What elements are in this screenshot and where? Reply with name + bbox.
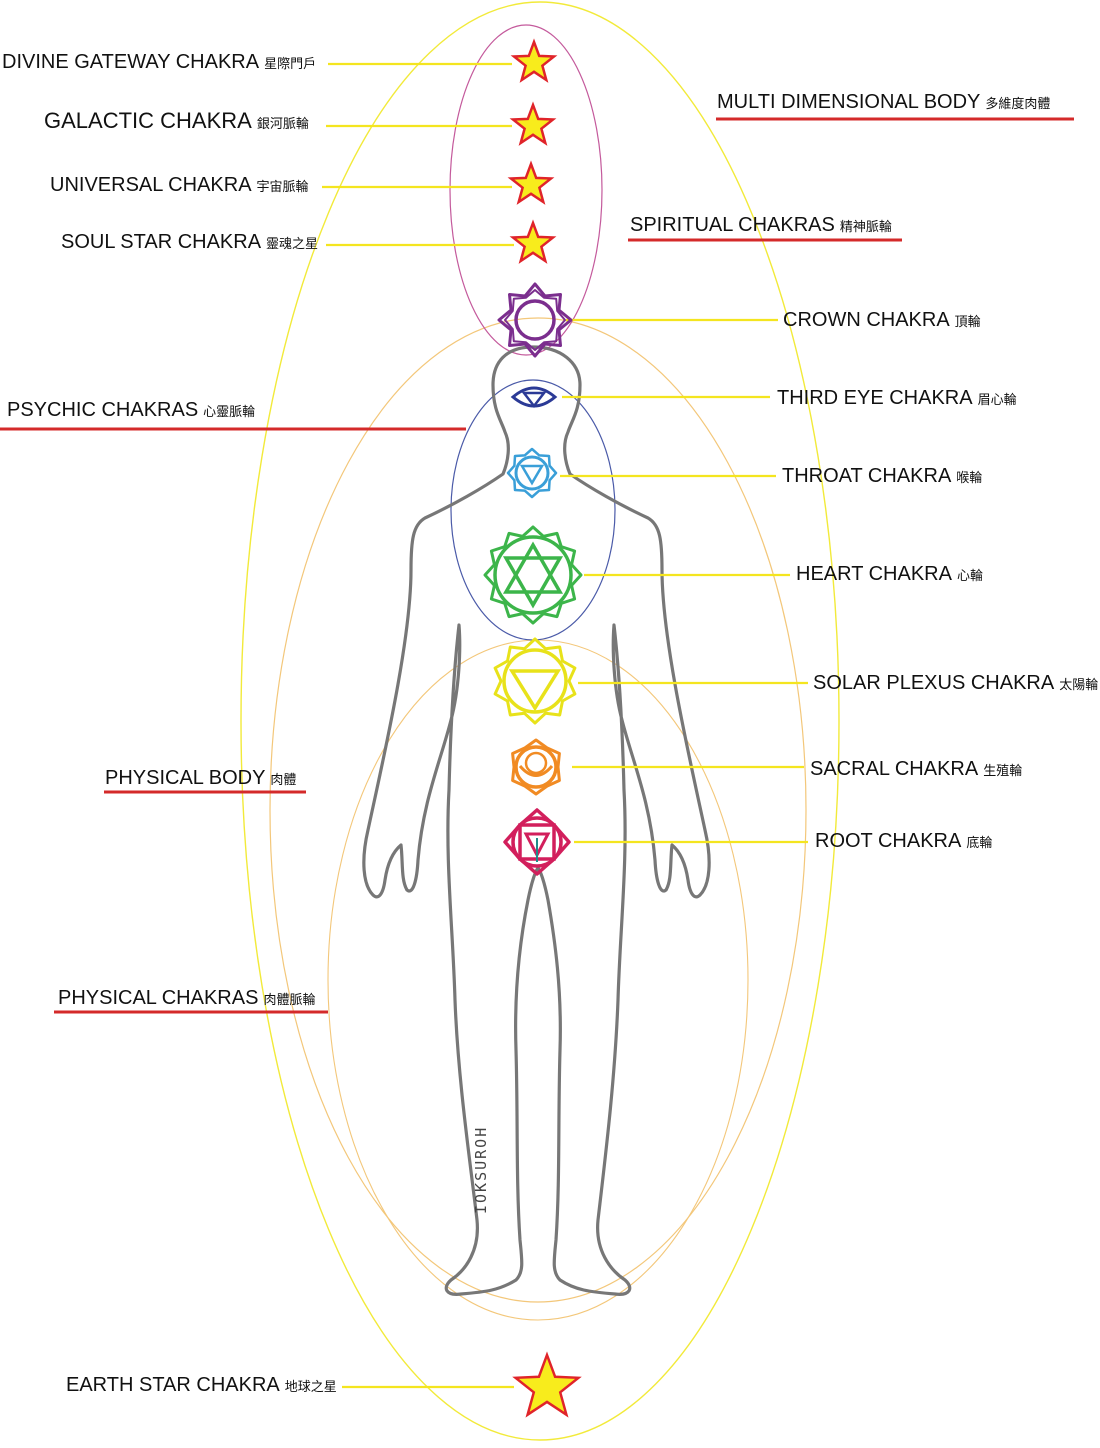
galactic-chakra-label: GALACTIC CHAKRA 銀河脈輪 xyxy=(44,109,309,137)
divine-gateway-chakra-label: DIVINE GATEWAY CHAKRA 星際門戶 xyxy=(2,50,316,77)
earth-star-star xyxy=(512,1351,582,1418)
label-text: GALACTIC CHAKRA xyxy=(44,108,252,133)
physical-aura-ellipse xyxy=(269,317,807,1303)
group-cn: 多維度肉體 xyxy=(985,97,1051,112)
throat-chakra-symbol xyxy=(506,447,558,499)
group-text: SPIRITUAL CHAKRAS xyxy=(630,214,835,236)
physical-chakras-label: PHYSICAL CHAKRAS 肉體脈輪 xyxy=(58,986,315,1013)
sacral-inner-circle xyxy=(524,751,548,775)
crown-circle xyxy=(514,299,556,341)
universal-star xyxy=(507,160,555,205)
sacral-petals xyxy=(511,738,561,796)
throat-chakra-label: THROAT CHAKRA 喉輪 xyxy=(782,464,982,491)
root-circle xyxy=(511,816,563,868)
label-cn: 心輪 xyxy=(956,569,983,584)
sacral-chakra-symbol xyxy=(511,738,561,796)
root-triangle xyxy=(523,832,551,859)
psychic-chakras-label: PSYCHIC CHAKRAS 心靈脈輪 xyxy=(7,398,255,425)
label-cn: 地球之星 xyxy=(284,1380,337,1395)
heart-chakra-symbol xyxy=(483,525,583,625)
solar-plexus-chakra-symbol xyxy=(493,637,577,725)
connector-lines xyxy=(322,62,808,1389)
crown-inner-petals xyxy=(504,289,566,351)
solar-plexus-triangle xyxy=(508,669,562,712)
solar-plexus-chakra-label: SOLAR PLEXUS CHAKRA 太陽輪 xyxy=(813,671,1098,698)
heart-chakra-label: HEART CHAKRA 心輪 xyxy=(796,562,983,589)
label-cn: 宇宙脈輪 xyxy=(256,180,309,195)
spiritual-chakras-label: SPIRITUAL CHAKRAS 精神脈輪 xyxy=(630,213,892,240)
brand-text: IOKSUROH xyxy=(472,1125,490,1214)
label-text: DIVINE GATEWAY CHAKRA xyxy=(2,51,260,73)
throat-petals xyxy=(506,447,558,499)
label-text: HEART CHAKRA xyxy=(796,563,952,585)
heart-triangle-up xyxy=(502,541,564,594)
third-eye-outline xyxy=(510,386,558,408)
label-cn: 底輪 xyxy=(966,836,993,851)
solar-plexus-circle xyxy=(502,648,568,714)
group-text: MULTI DIMENSIONAL BODY xyxy=(717,91,981,113)
root-chakra-label: ROOT CHAKRA 底輪 xyxy=(815,829,992,856)
root-chakra-symbol xyxy=(503,808,571,876)
sacral-chakra-label: SACRAL CHAKRA 生殖輪 xyxy=(810,757,1022,784)
third-eye-chakra-symbol xyxy=(510,386,558,409)
group-cn: 心靈脈輪 xyxy=(203,405,256,420)
heart-circle xyxy=(493,535,573,615)
label-text: THROAT CHAKRA xyxy=(782,465,952,487)
psychic-aura-ellipse xyxy=(450,379,616,641)
sacral-circle xyxy=(514,745,558,789)
third-eye-triangle xyxy=(521,391,547,409)
heart-triangle-down xyxy=(502,556,564,609)
label-text: UNIVERSAL CHAKRA xyxy=(50,174,252,196)
label-cn: 眉心輪 xyxy=(977,393,1017,408)
label-text: SOUL STAR CHAKRA xyxy=(61,231,262,253)
crown-chakra-label: CROWN CHAKRA 頂輪 xyxy=(783,308,981,335)
universal-chakra-label: UNIVERSAL CHAKRA 宇宙脈輪 xyxy=(50,173,309,200)
sacral-crescent xyxy=(518,764,554,777)
group-text: PSYCHIC CHAKRAS xyxy=(7,399,199,421)
group-text: PHYSICAL CHAKRAS xyxy=(58,987,259,1009)
group-text: PHYSICAL BODY xyxy=(105,767,266,789)
third-eye-chakra-label: THIRD EYE CHAKRA 眉心輪 xyxy=(777,386,1017,413)
label-cn: 太陽輪 xyxy=(1059,678,1099,693)
label-cn: 喉輪 xyxy=(956,471,983,486)
solar-plexus-petals xyxy=(493,637,577,725)
physical-body-label: PHYSICAL BODY 肉體 xyxy=(105,766,296,793)
label-cn: 生殖輪 xyxy=(983,764,1023,779)
soul-star-star xyxy=(509,219,557,264)
group-cn: 肉體脈輪 xyxy=(263,993,316,1008)
divine-gateway-star xyxy=(510,38,558,83)
human-body-outline xyxy=(362,345,711,1296)
outer-aura-ellipse xyxy=(240,1,840,1441)
earth-star-chakra-label: EARTH STAR CHAKRA 地球之星 xyxy=(66,1373,337,1400)
multi-dimensional-body-label: MULTI DIMENSIONAL BODY 多維度肉體 xyxy=(717,90,1050,117)
spiritual-aura-ellipse xyxy=(449,24,603,356)
label-cn: 頂輪 xyxy=(954,315,981,330)
chakra-symbols xyxy=(483,282,583,876)
throat-circle xyxy=(514,455,550,491)
label-text: SACRAL CHAKRA xyxy=(810,758,979,780)
label-cn: 銀河脈輪 xyxy=(256,117,309,132)
soul-star-chakra-label: SOUL STAR CHAKRA 靈魂之星 xyxy=(61,230,318,257)
label-text: THIRD EYE CHAKRA xyxy=(777,387,973,409)
galactic-star xyxy=(509,101,557,146)
crown-chakra-symbol xyxy=(497,282,573,358)
throat-triangle xyxy=(519,464,545,486)
label-cn: 靈魂之星 xyxy=(266,237,319,252)
label-cn: 星際門戶 xyxy=(264,57,317,72)
group-underlines xyxy=(0,117,1074,1014)
group-cn: 肉體 xyxy=(270,773,297,788)
label-text: CROWN CHAKRA xyxy=(783,309,950,331)
heart-petals xyxy=(483,525,583,625)
label-text: ROOT CHAKRA xyxy=(815,830,962,852)
group-cn: 精神脈輪 xyxy=(839,220,892,235)
crown-petals xyxy=(497,282,573,358)
label-text: SOLAR PLEXUS CHAKRA xyxy=(813,672,1055,694)
label-text: EARTH STAR CHAKRA xyxy=(66,1374,280,1396)
star-markers xyxy=(507,38,582,1418)
